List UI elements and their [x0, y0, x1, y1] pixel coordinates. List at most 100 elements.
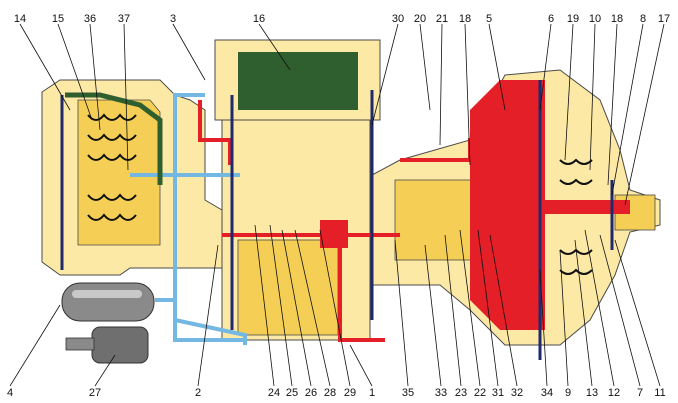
top-leader-10	[589, 23, 596, 171]
air-tank	[61, 282, 155, 322]
callout-16: 16	[253, 13, 265, 25]
callout-37: 37	[118, 13, 130, 25]
bottom-leader-35	[394, 239, 409, 387]
bottom-leader-26	[281, 229, 312, 387]
bottom-leader-28	[294, 229, 331, 387]
hydraulic-line-right	[400, 138, 500, 162]
top-leader-20	[419, 23, 431, 111]
top-leader-5	[488, 23, 506, 111]
top-leader-3	[172, 23, 206, 81]
callout-2: 2	[195, 387, 201, 399]
callout-33: 33	[435, 387, 447, 399]
callout-22: 22	[474, 387, 486, 399]
pneumatic-cylinder-rod	[65, 337, 95, 351]
callout-29: 29	[344, 387, 356, 399]
top-leader-18	[464, 23, 471, 166]
bottom-leader-12	[584, 229, 615, 387]
callout-23: 23	[455, 387, 467, 399]
callout-18: 18	[459, 13, 471, 25]
bottom-leader-24	[254, 224, 275, 387]
callout-13: 13	[586, 387, 598, 399]
top-leader-6	[539, 23, 552, 111]
bottom-leader-1	[349, 344, 373, 387]
bottom-leader-27	[94, 354, 116, 387]
air-lines	[130, 93, 247, 345]
callout-30: 30	[392, 13, 404, 25]
callout-17: 17	[658, 13, 670, 25]
top-leader-18	[607, 23, 618, 186]
bottom-leader-23	[444, 234, 462, 387]
callout-12: 12	[608, 387, 620, 399]
callout-36: 36	[84, 13, 96, 25]
bottom-leader-25	[269, 224, 293, 387]
callout-7: 7	[637, 387, 643, 399]
pneumatic-cylinder	[65, 326, 149, 364]
callout-19: 19	[567, 13, 579, 25]
callout-11: 11	[654, 387, 665, 399]
callout-3: 3	[170, 13, 176, 25]
bottom-leader-34	[539, 269, 548, 387]
bottom-leader-22	[459, 229, 481, 387]
bottom-leader-2	[197, 244, 219, 387]
callout-24: 24	[268, 387, 280, 399]
top-leader-37	[123, 23, 129, 171]
callout-5: 5	[486, 13, 492, 25]
pneumatic-cylinder-body	[91, 326, 149, 364]
callout-27: 27	[89, 387, 101, 399]
callout-21: 21	[436, 13, 448, 25]
spring-left	[87, 113, 137, 221]
callout-25: 25	[286, 387, 298, 399]
callout-20: 20	[414, 13, 426, 25]
callouts-top: 14 15 36 37 3 16 30 20 21 18 5 6 19 10 18 8 17	[14, 13, 670, 206]
spring-cage	[77, 99, 161, 246]
lower-block	[237, 239, 339, 336]
callout-28: 28	[324, 387, 336, 399]
springs	[87, 113, 593, 275]
hydraulic-lines	[198, 100, 500, 342]
frame-lines	[60, 80, 614, 360]
bottom-leader-29	[319, 229, 351, 387]
callout-14: 14	[14, 13, 26, 25]
callout-18: 18	[611, 13, 623, 25]
hydraulic-line-top	[198, 100, 232, 165]
hydraulic-line-down	[338, 235, 385, 342]
fluid-reservoir	[214, 39, 381, 121]
bottom-leader-32	[489, 234, 518, 387]
callout-35: 35	[402, 387, 414, 399]
top-leader-30	[371, 23, 399, 126]
bottom-leader-33	[424, 244, 442, 387]
top-leader-36	[89, 23, 101, 131]
top-leader-8	[611, 23, 644, 196]
callout-31: 31	[492, 387, 504, 399]
callout-15: 15	[52, 13, 64, 25]
valve-block	[320, 220, 348, 248]
callout-26: 26	[305, 387, 317, 399]
bottom-leader-31	[477, 229, 499, 387]
top-leader-16	[258, 23, 291, 71]
air-tank-body	[61, 282, 155, 322]
bottom-leader-4	[9, 304, 61, 387]
top-leader-14	[19, 23, 71, 111]
bottom-leader-9	[559, 249, 569, 387]
bottom-leader-7	[599, 234, 641, 387]
top-leader-21	[439, 23, 443, 146]
air-tank-highlight	[72, 290, 142, 298]
piston-rod	[470, 200, 630, 214]
callout-32: 32	[511, 387, 523, 399]
callout-34: 34	[541, 387, 553, 399]
top-leader-15	[57, 23, 93, 121]
spring-right	[559, 158, 593, 275]
reservoir-fluid	[238, 52, 358, 110]
brake-chamber	[470, 80, 630, 330]
bottom-leader-13	[574, 239, 593, 387]
callout-4: 4	[7, 387, 13, 399]
callout-9: 9	[565, 387, 571, 399]
top-leader-19	[564, 23, 574, 161]
callout-10: 10	[589, 13, 601, 25]
callout-8: 8	[640, 13, 646, 25]
bottom-leader-11	[614, 239, 661, 387]
air-line-tank	[155, 298, 245, 342]
callout-6: 6	[548, 13, 554, 25]
